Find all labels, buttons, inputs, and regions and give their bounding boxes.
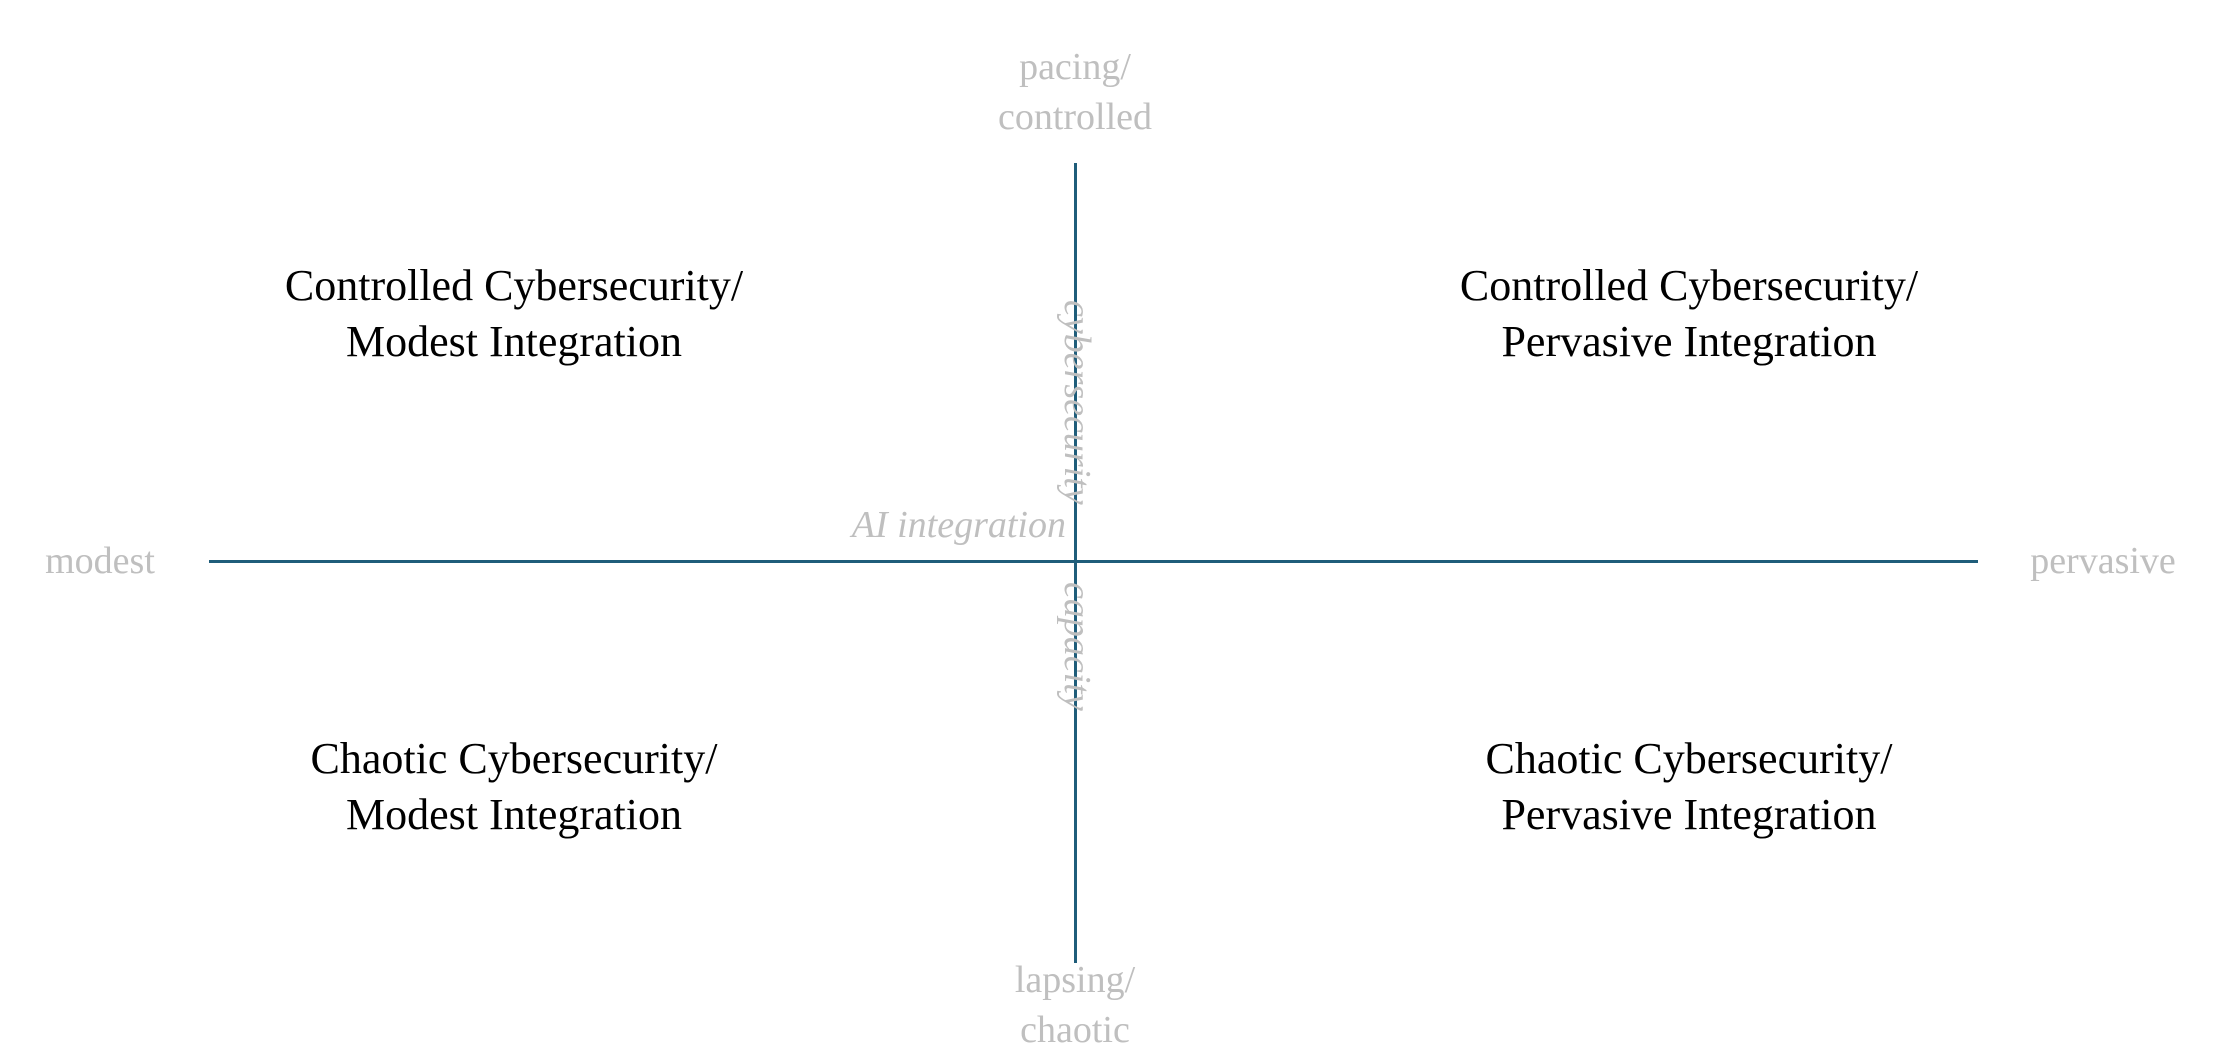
- quadrant-top-right-line-2: Pervasive Integration: [1501, 317, 1877, 366]
- quadrant-top-left-line-2: Modest Integration: [345, 317, 683, 366]
- quadrant-top-left: Controlled Cybersecurity/ Modest Integra…: [164, 258, 864, 370]
- quadrant-bottom-right: Chaotic Cybersecurity/ Pervasive Integra…: [1339, 731, 2039, 843]
- vertical-axis-name-upper: cybersecurity: [1056, 300, 1098, 505]
- top-pole-line-2: controlled: [997, 96, 1153, 138]
- quadrant-bottom-left-line-2: Modest Integration: [345, 790, 683, 839]
- top-pole-line-1: pacing/: [1019, 46, 1131, 88]
- quadrant-top-right-line-1: Controlled Cybersecurity/: [1459, 261, 1919, 310]
- quadrant-bottom-left-line-1: Chaotic Cybersecurity/: [310, 734, 718, 783]
- right-pole-label: pervasive: [2030, 540, 2176, 582]
- horizontal-axis-name: AI integration: [851, 504, 1066, 546]
- quadrant-top-right: Controlled Cybersecurity/ Pervasive Inte…: [1339, 258, 2039, 370]
- bottom-pole-line-1: lapsing/: [1014, 959, 1136, 1001]
- quadrant-bottom-right-line-2: Pervasive Integration: [1501, 790, 1877, 839]
- vertical-axis-line: [1074, 163, 1077, 963]
- bottom-pole-line-2: chaotic: [1020, 1009, 1130, 1051]
- left-pole-label: modest: [45, 540, 155, 582]
- bottom-pole-label: lapsing/ chaotic: [950, 955, 1200, 1055]
- horizontal-axis-line: [209, 560, 1978, 563]
- quadrant-top-left-line-1: Controlled Cybersecurity/: [284, 261, 744, 310]
- quadrant-bottom-right-line-1: Chaotic Cybersecurity/: [1485, 734, 1893, 783]
- vertical-axis-name-lower: capacity: [1056, 582, 1098, 711]
- quadrant-bottom-left: Chaotic Cybersecurity/ Modest Integratio…: [164, 731, 864, 843]
- top-pole-label: pacing/ controlled: [950, 42, 1200, 142]
